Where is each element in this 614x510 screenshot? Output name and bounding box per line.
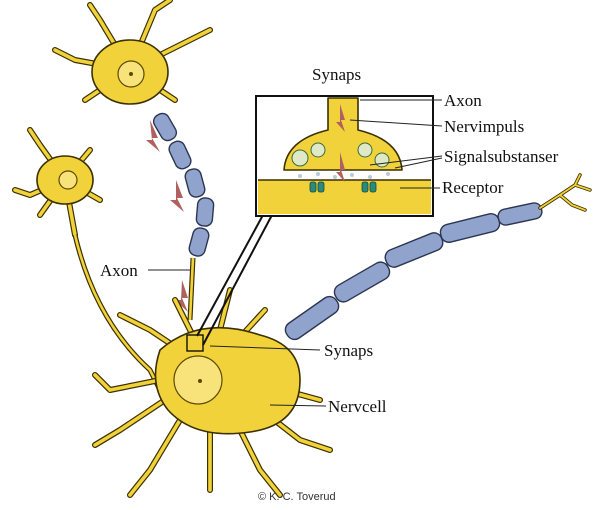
nervimpuls-label: Nervimpuls <box>444 117 524 136</box>
nervcell-label: Nervcell <box>328 397 387 416</box>
signalsubstanser-label: Signalsubstanser <box>444 147 559 166</box>
synaps-title-label: Synaps <box>312 65 361 84</box>
axon-inset-label: Axon <box>444 91 482 110</box>
synaps-right-label: Synaps <box>324 341 373 360</box>
axon-left-label: Axon <box>100 261 138 280</box>
receptor-label: Receptor <box>442 178 504 197</box>
credit-text: © K. C. Toverud <box>258 491 336 503</box>
upper-neuron <box>55 0 210 104</box>
synapse-inset <box>256 96 433 216</box>
left-neuron <box>15 130 160 390</box>
